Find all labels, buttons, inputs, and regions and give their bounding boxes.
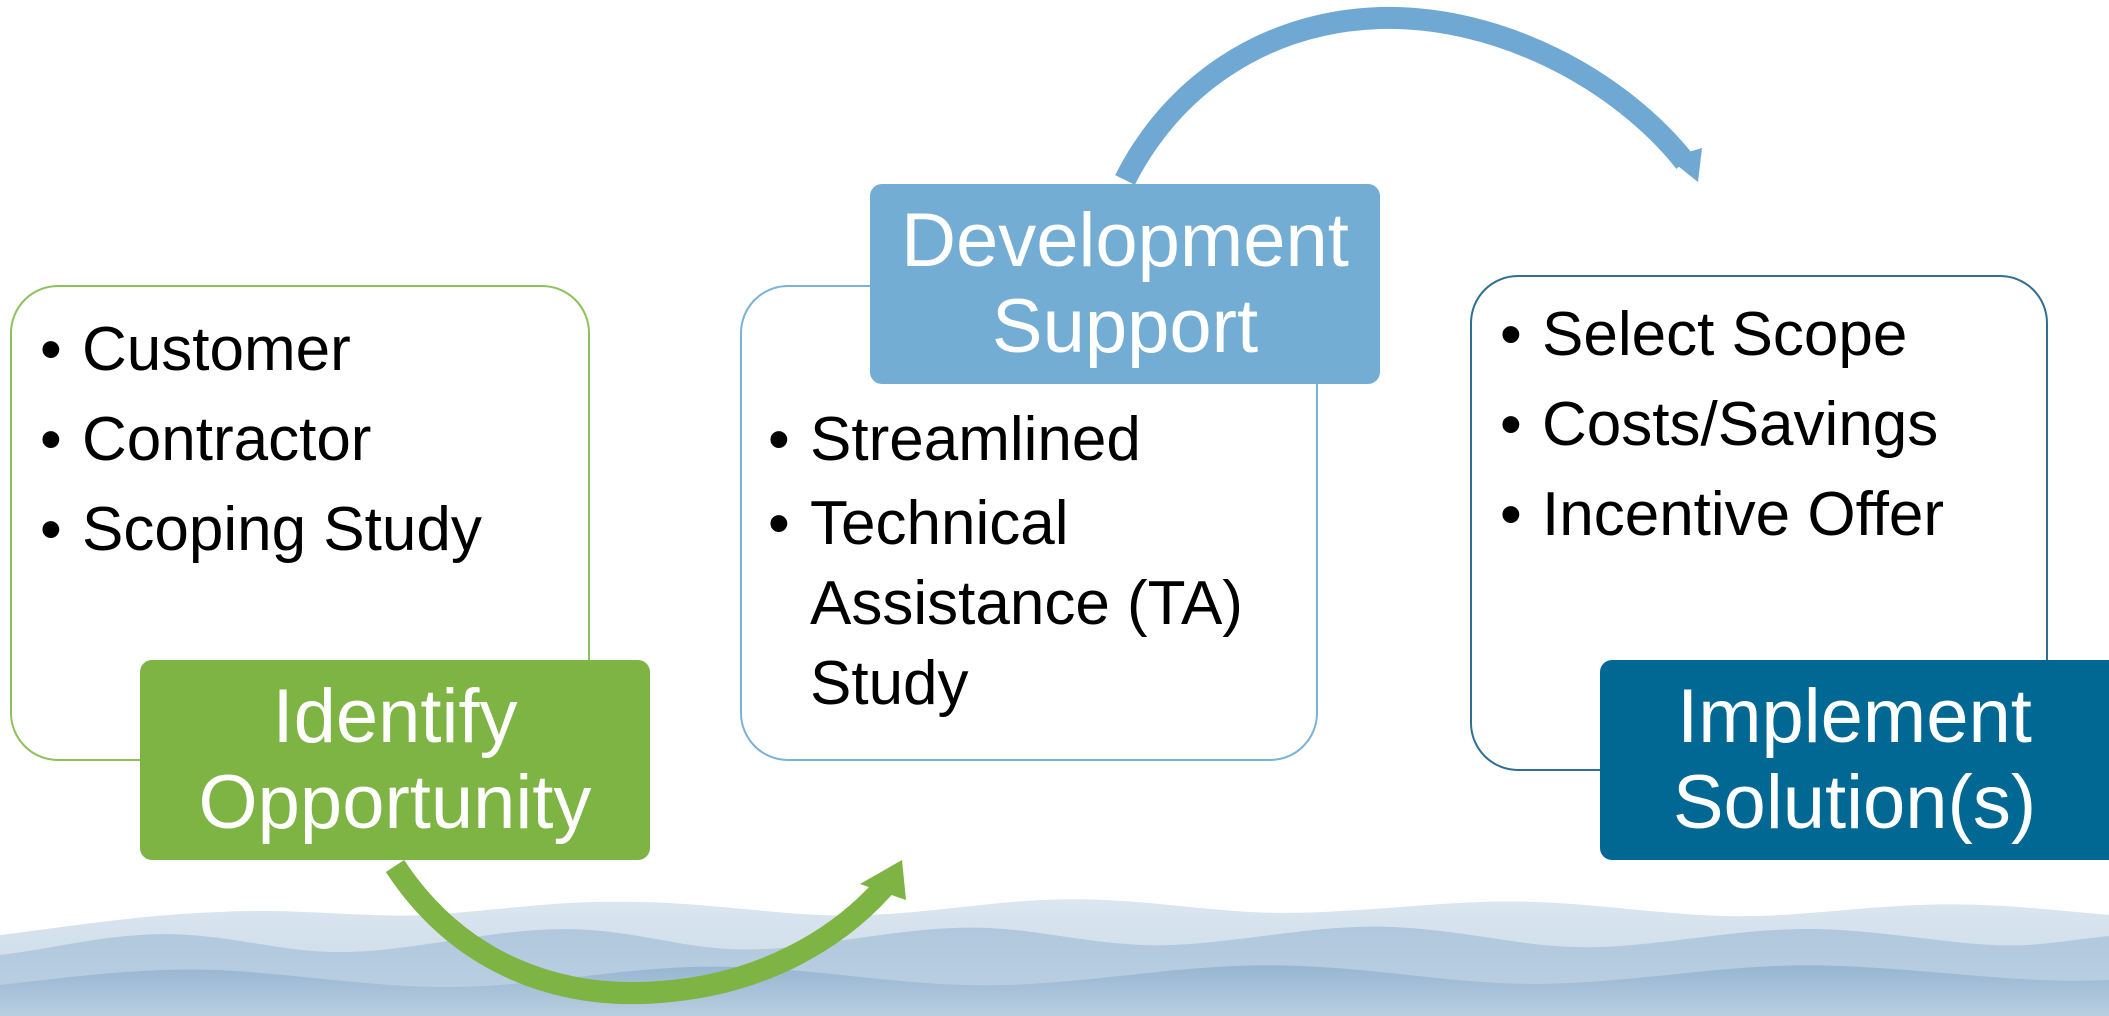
step-title-line: Identify [272, 674, 518, 759]
list-item: Incentive Offer [1490, 470, 1944, 560]
step-development-title: Development Support [870, 184, 1380, 384]
step-implement-list: Select Scope Costs/Savings Incentive Off… [1490, 290, 1944, 560]
step-title-line: Implement [1677, 674, 2032, 759]
list-item: Technical Assistance (TA) Study [758, 484, 1320, 724]
list-item: Costs/Savings [1490, 380, 1944, 470]
list-item: Scoping Study [30, 485, 482, 575]
step-development-list: Streamlined Technical Assistance (TA) St… [758, 400, 1318, 724]
step-title-line: Development [901, 198, 1349, 283]
list-item: Streamlined [758, 400, 1318, 480]
step-title-line: Solution(s) [1672, 760, 2037, 845]
list-item: Select Scope [1490, 290, 1944, 380]
list-item: Contractor [30, 395, 482, 485]
step-identify-list: Customer Contractor Scoping Study [30, 305, 482, 575]
step-implement-title: Implement Solution(s) [1600, 660, 2109, 860]
step-identify-title: Identify Opportunity [140, 660, 650, 860]
step-title-line: Opportunity [198, 760, 592, 845]
list-item: Customer [30, 305, 482, 395]
step-title-line: Support [991, 284, 1259, 369]
